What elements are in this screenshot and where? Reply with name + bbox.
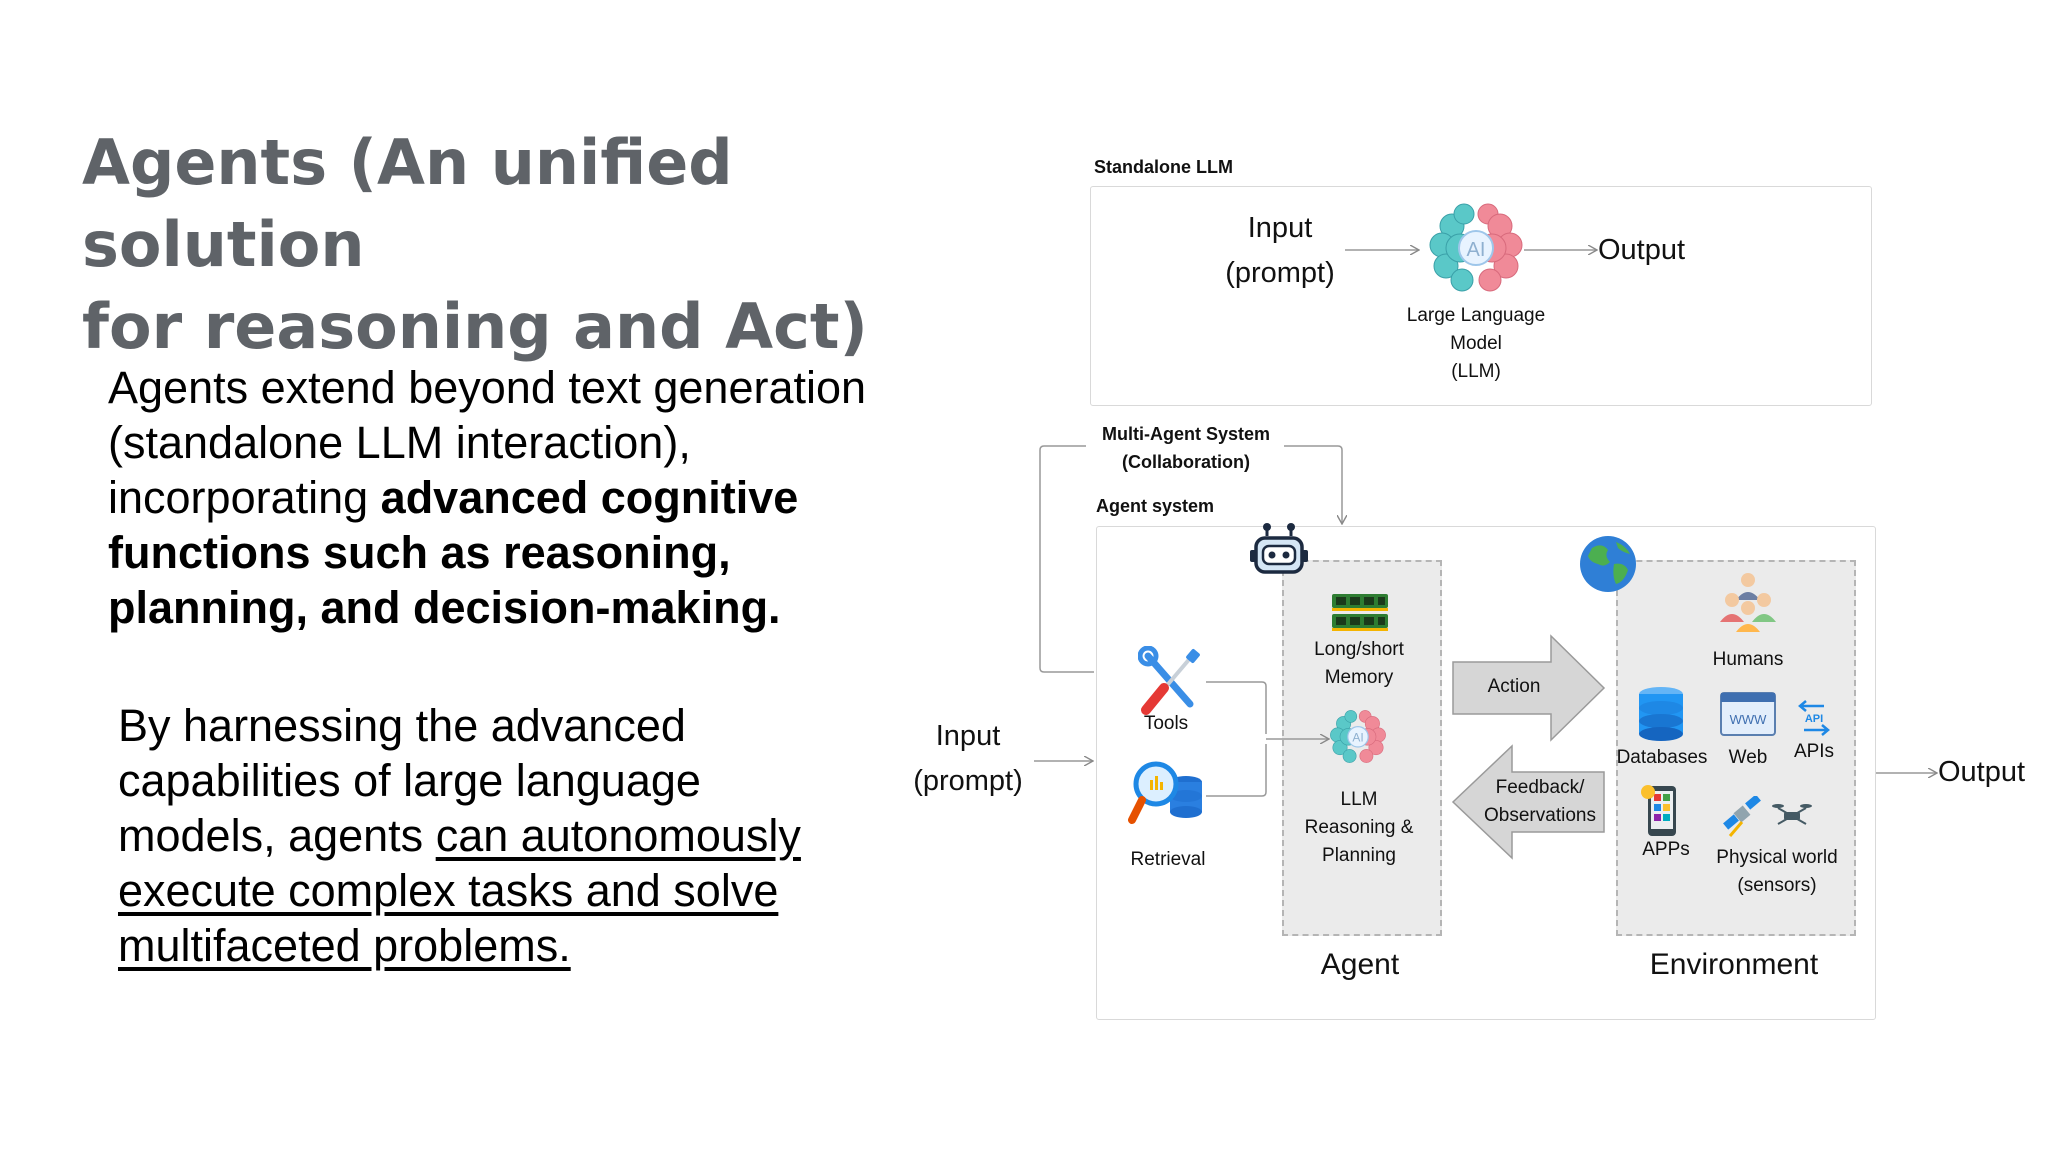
llm-caption-line-1: Large Language: [1406, 305, 1546, 326]
para2-line-1: By harnessing the advanced: [118, 700, 686, 751]
api-tag-text: API: [1805, 713, 1823, 725]
wrench-screwdriver-icon: [1138, 646, 1200, 715]
physical-line-2: (sensors): [1737, 875, 1817, 896]
llm-caption-line-3: (LLM): [1451, 361, 1501, 382]
humans-label: Humans: [1712, 649, 1784, 670]
llm-line-2: Reasoning &: [1304, 817, 1414, 838]
robot-icon: [1250, 523, 1308, 574]
multi-agent-line-2: (Collaboration): [1122, 452, 1250, 472]
para2-line-4: execute complex tasks and solve: [118, 865, 779, 916]
memory-label: Long/short Memory: [1284, 636, 1434, 692]
brain-ai-icon: AI: [1429, 203, 1523, 292]
standalone-input-line-2: (prompt): [1225, 257, 1335, 289]
agent-ai-text: AI: [1352, 731, 1363, 745]
title-line-2: for reasoning and Act): [82, 290, 868, 363]
physical-line-1: Physical world: [1716, 847, 1838, 868]
llm-caption-line-2: Model: [1450, 333, 1502, 354]
retrieval-connector: [1206, 744, 1267, 797]
outer-input-line-1: Input: [935, 720, 1001, 752]
outer-input-line-2: (prompt): [913, 765, 1023, 797]
phone-apps-icon: [1641, 785, 1676, 836]
tools-connector: [1206, 681, 1267, 734]
magnifier-database-icon: [1128, 761, 1202, 824]
agent-title: Agent: [1320, 948, 1400, 981]
para2-line-5: multifaceted problems.: [118, 920, 571, 971]
physical-world-label: Physical world (sensors): [1702, 844, 1852, 900]
para1-line-4-bold: functions such as reasoning,: [108, 527, 731, 578]
para1-line-5: planning, and decision-making.: [108, 580, 928, 635]
environment-panel: [1616, 560, 1856, 936]
api-arrows-icon: API: [1798, 700, 1830, 736]
para2-line-3-underlined: can autonomously: [435, 810, 801, 861]
multi-agent-loop-left: [1039, 445, 1094, 673]
people-icon: [1720, 573, 1776, 632]
feedback-label: Feedback/ Observations: [1478, 774, 1602, 830]
multi-agent-label: Multi-Agent System (Collaboration): [1088, 420, 1284, 476]
outer-input-label: Input (prompt): [900, 714, 1036, 804]
llm-line-3: Planning: [1322, 845, 1396, 866]
apps-label: APPs: [1642, 839, 1690, 860]
retrieval-label: Retrieval: [1130, 849, 1206, 870]
standalone-llm-label: Standalone LLM: [1094, 157, 1233, 177]
llm-label: LLM Reasoning & Planning: [1284, 786, 1434, 870]
feedback-line-2: Observations: [1484, 805, 1596, 826]
feedback-line-1: Feedback/: [1495, 777, 1585, 798]
web-www-text: WWW: [1730, 712, 1768, 727]
standalone-input-label: Input (prompt): [1210, 206, 1350, 296]
title-line-1: Agents (An unified solution: [82, 126, 733, 281]
para2-line-2: capabilities of large language: [118, 755, 701, 806]
action-arrow: [1452, 634, 1606, 742]
multi-agent-line-1: Multi-Agent System: [1101, 424, 1270, 444]
browser-icon: WWW: [1720, 692, 1776, 736]
standalone-ai-text: AI: [1467, 239, 1486, 261]
databases-label: Databases: [1616, 747, 1708, 768]
agent-system-label: Agent system: [1096, 496, 1215, 516]
environment-title: Environment: [1649, 948, 1819, 981]
slide-title: Agents (An unified solution for reasonin…: [82, 122, 982, 368]
satellite-drone-icon: [1723, 796, 1812, 837]
action-label: Action: [1487, 676, 1541, 697]
para1-line-4: functions such as reasoning,: [108, 525, 928, 580]
llm-line-1: LLM: [1340, 789, 1378, 810]
paragraph-2: By harnessing the advanced capabilities …: [118, 698, 938, 973]
para1-line-5-bold: planning, and decision-making.: [108, 582, 781, 633]
database-icon: [1639, 687, 1683, 741]
paragraph-1: Agents extend beyond text generation (st…: [108, 360, 928, 635]
globe-icon: [1580, 536, 1636, 592]
para2-line-3: models, agents can autonomously: [118, 808, 938, 863]
para2-line-3-plain: models, agents: [118, 810, 436, 861]
standalone-output-label: Output: [1598, 234, 1686, 266]
web-label: Web: [1728, 747, 1768, 768]
tools-label: Tools: [1143, 713, 1189, 734]
multi-agent-loop-right: [1284, 445, 1342, 523]
agent-brain-ai-icon: AI: [1330, 710, 1386, 763]
memory-line-2: Memory: [1324, 667, 1394, 688]
standalone-input-line-1: Input: [1247, 212, 1313, 244]
para1-line-2: (standalone LLM interaction),: [108, 417, 691, 468]
apis-label: APIs: [1793, 741, 1835, 762]
feedback-arrow: [1451, 744, 1605, 860]
para1-line-3-bold: advanced cognitive: [380, 472, 799, 523]
standalone-llm-box: [1090, 186, 1872, 406]
outer-output-label: Output: [1938, 756, 2026, 788]
para1-line-3-plain: incorporating: [108, 472, 381, 523]
memory-line-1: Long/short: [1314, 639, 1404, 660]
ram-memory-icon: [1332, 594, 1388, 631]
para1-line-1: Agents extend beyond text generation: [108, 362, 867, 413]
para1-line-3: incorporating advanced cognitive: [108, 470, 928, 525]
standalone-llm-caption: Large Language Model (LLM): [1386, 302, 1566, 386]
